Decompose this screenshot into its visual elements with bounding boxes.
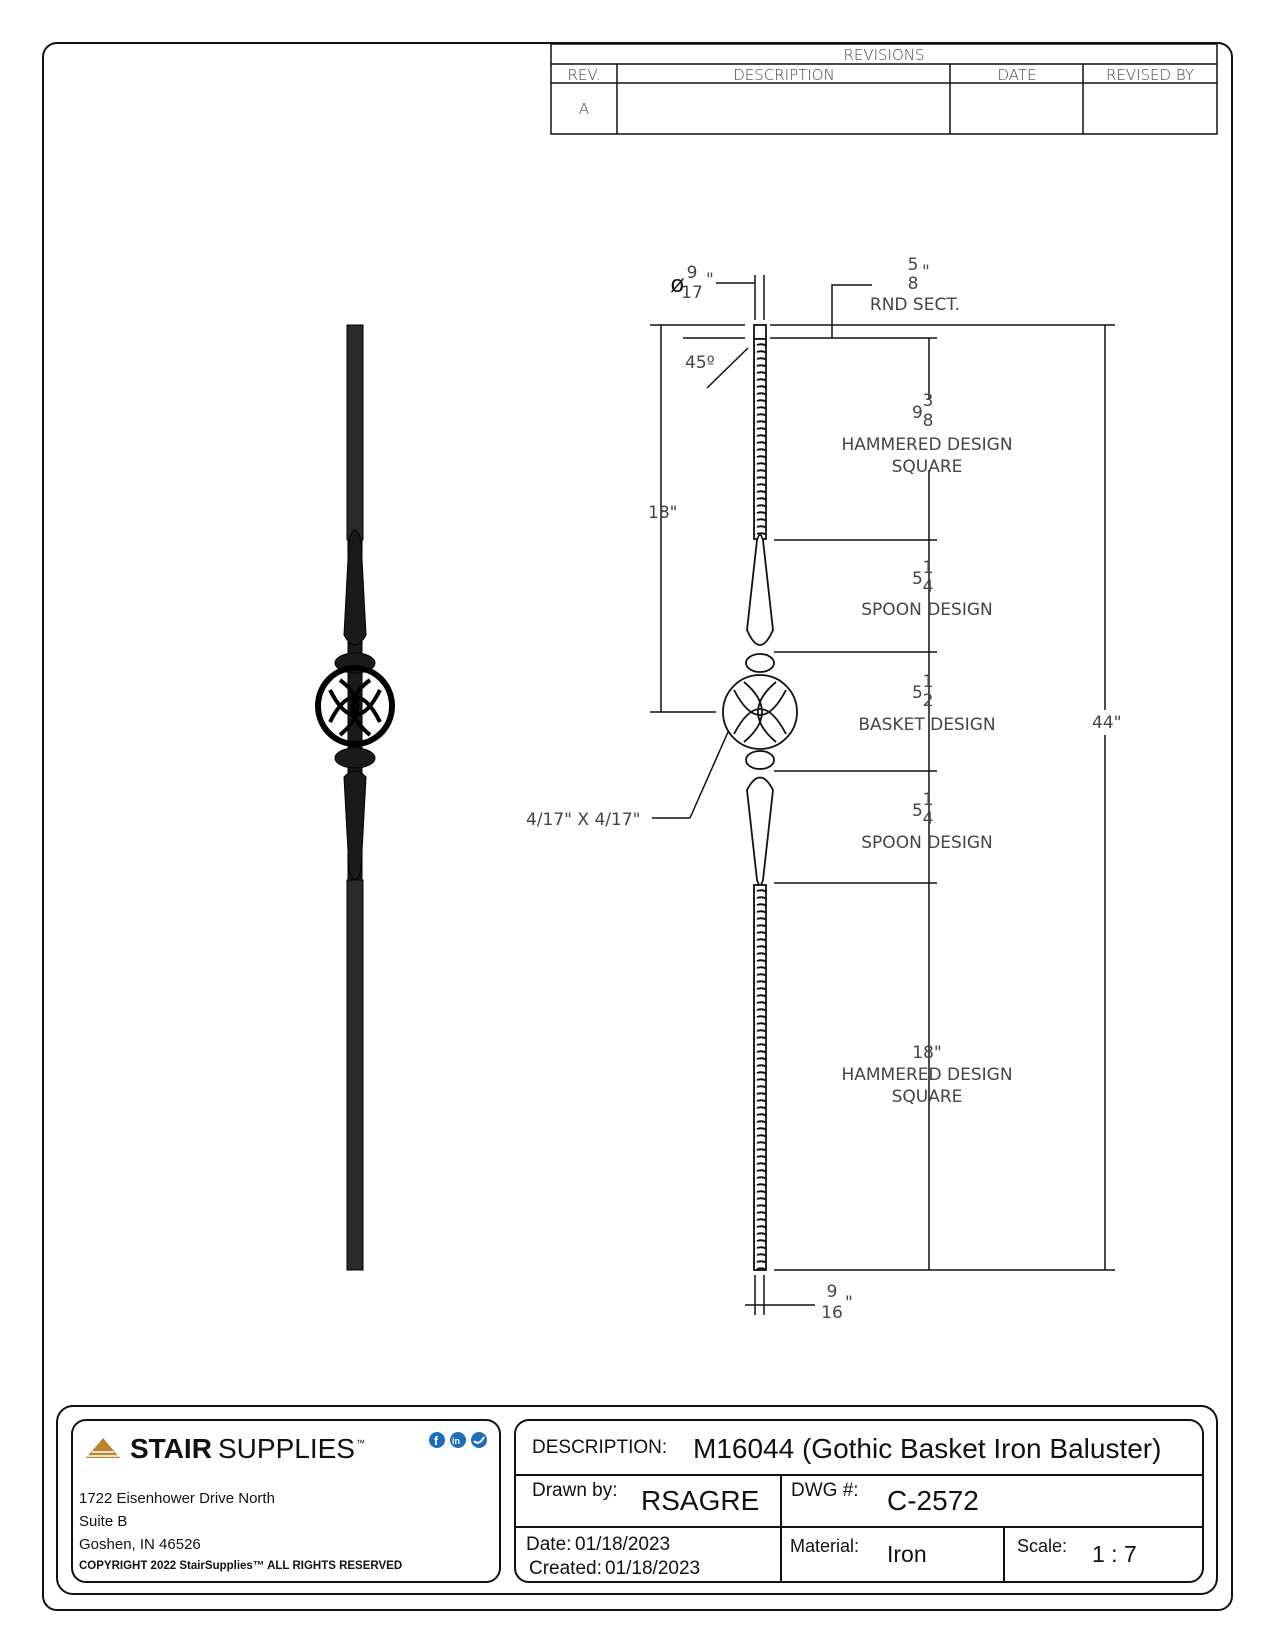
social-icons: f in xyxy=(429,1432,487,1448)
dwg-value: C-2572 xyxy=(887,1485,979,1516)
linkedin-icon[interactable] xyxy=(450,1432,466,1448)
scale-value: 1 : 7 xyxy=(1092,1541,1137,1567)
seg2-den: 4 xyxy=(923,577,934,597)
seg3-num: 1 xyxy=(923,672,934,692)
seg4-den: 4 xyxy=(923,809,934,829)
revisions-table xyxy=(550,43,1218,135)
seg2-num: 1 xyxy=(923,558,934,578)
stairsupplies-logo: STAIR SUPPLIES ™ xyxy=(86,1433,365,1464)
seg5-length: 18" xyxy=(912,1043,941,1063)
bottom-denominator: 16 xyxy=(821,1303,843,1323)
seg4-label: SPOON DESIGN xyxy=(861,833,992,853)
logo-bold-text: STAIR xyxy=(130,1433,212,1464)
title-block xyxy=(56,1405,1218,1595)
baluster-render xyxy=(315,324,395,1271)
diameter-symbol: ø xyxy=(670,271,685,298)
created-value: 01/18/2023 xyxy=(605,1558,700,1579)
seg5-label-1: HAMMERED DESIGN xyxy=(841,1065,1012,1085)
seg4-whole: 5 xyxy=(912,801,923,821)
diameter-inch: " xyxy=(706,270,714,290)
rnd-section-label: RND SECT. xyxy=(870,295,960,315)
scale-label: Scale: xyxy=(1017,1536,1067,1556)
upper-length-label: 18" xyxy=(648,503,677,523)
bottom-inch: " xyxy=(845,1293,853,1313)
logo-tm: ™ xyxy=(356,1438,365,1448)
drawn-by-label: Drawn by: xyxy=(532,1480,618,1501)
date-value: 01/18/2023 xyxy=(575,1534,670,1555)
dwg-label: DWG #: xyxy=(791,1480,859,1501)
seg3-label: BASKET DESIGN xyxy=(858,715,995,735)
diameter-denominator: 17 xyxy=(681,283,703,303)
total-length: 44" xyxy=(1092,713,1121,733)
basket-bar-size: 4/17" X 4/17" xyxy=(526,810,640,830)
svg-text:in: in xyxy=(452,1436,460,1446)
sheet-border xyxy=(42,42,1233,1611)
seg1-den: 8 xyxy=(923,411,934,431)
rnd-numerator: 5 xyxy=(908,255,919,275)
seg3-whole: 5 xyxy=(912,683,923,703)
material-label: Material: xyxy=(790,1536,859,1556)
angle-label: 45º xyxy=(685,353,715,373)
twitter-icon[interactable] xyxy=(471,1432,487,1448)
rev-value: A xyxy=(579,100,589,118)
seg3-den: 2 xyxy=(923,691,934,711)
copyright: COPYRIGHT 2022 StairSupplies™ ALL RIGHTS… xyxy=(79,1560,402,1572)
date-label: Date: xyxy=(526,1534,571,1555)
svg-text:f: f xyxy=(434,1434,439,1448)
description-value: M16044 (Gothic Basket Iron Baluster) xyxy=(693,1433,1161,1464)
seg2-whole: 5 xyxy=(912,569,923,589)
rnd-inch: " xyxy=(922,262,930,282)
seg5-label-2: SQUARE xyxy=(892,1087,963,1107)
revised-by-header: REVISED BY xyxy=(1106,66,1194,84)
seg1-label-2: SQUARE xyxy=(892,457,963,477)
address-line-3: Goshen, IN 46526 xyxy=(79,1536,201,1553)
facebook-icon[interactable] xyxy=(429,1432,445,1448)
drawn-by-value: RSAGRE xyxy=(641,1485,759,1516)
rnd-denominator: 8 xyxy=(908,274,919,294)
address-line-1: 1722 Eisenhower Drive North xyxy=(79,1490,275,1507)
created-label: Created: xyxy=(529,1558,602,1579)
seg1-label-1: HAMMERED DESIGN xyxy=(841,435,1012,455)
logo-light-text: SUPPLIES xyxy=(218,1433,355,1464)
seg2-label: SPOON DESIGN xyxy=(861,600,992,620)
material-value: Iron xyxy=(887,1541,927,1567)
rev-header: REV. xyxy=(568,66,601,84)
seg1-num: 3 xyxy=(923,391,934,411)
dimension-lines xyxy=(650,275,1115,1315)
description-label: DESCRIPTION: xyxy=(532,1437,667,1458)
description-header: DESCRIPTION xyxy=(733,66,835,84)
diameter-numerator: 9 xyxy=(687,263,698,283)
seg4-num: 1 xyxy=(923,790,934,810)
bottom-numerator: 9 xyxy=(827,1282,838,1302)
address-line-2: Suite B xyxy=(79,1513,127,1530)
baluster-line-drawing xyxy=(722,324,798,1271)
seg1-whole: 9 xyxy=(912,403,923,423)
date-header: DATE xyxy=(997,66,1036,84)
revisions-title: REVISIONS xyxy=(843,46,924,64)
